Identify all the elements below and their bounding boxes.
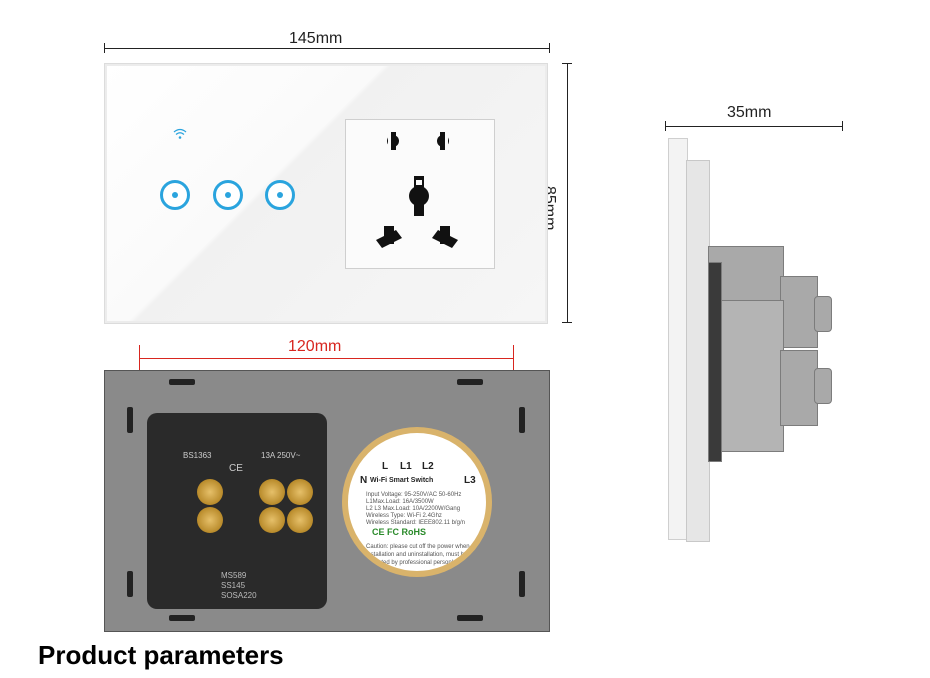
mounting-slot [457, 379, 483, 385]
module-terminal-n: N [360, 475, 368, 486]
universal-socket [345, 119, 495, 269]
height-dimension-line [567, 63, 568, 323]
width-dimension-tick-right [549, 43, 550, 53]
socket-mechanism: BS1363 CE 13A 250V~ MS589 SS145 SOSA220 [147, 413, 327, 609]
screw-terminal [259, 479, 285, 505]
mech-label-ms: MS589 [221, 571, 247, 580]
mounting-dimension-label: 120mm [288, 338, 342, 355]
mech-label-ce: CE [229, 463, 243, 474]
screw-terminal [197, 507, 223, 533]
side-body-prong [780, 350, 818, 426]
mounting-dimension-line [139, 358, 514, 359]
height-dimension-tick-bottom [562, 322, 572, 323]
back-plate: BS1363 CE 13A 250V~ MS589 SS145 SOSA220 … [104, 370, 550, 632]
mounting-slot [457, 615, 483, 621]
mounting-slot [127, 407, 133, 433]
width-dimension-label: 145mm [289, 30, 343, 47]
touch-button-1[interactable] [160, 180, 190, 210]
mounting-slot [519, 571, 525, 597]
module-terminal-l: L [382, 461, 389, 472]
page-title: Product parameters [38, 640, 284, 670]
module-spec-1: Input Voltage: 95-250V/AC 50-60Hz [366, 492, 462, 498]
width-dimension-line [104, 48, 550, 49]
height-dimension-tick-top [562, 63, 572, 64]
screw-terminal [287, 507, 313, 533]
screw-terminal [259, 507, 285, 533]
screw-terminal [197, 479, 223, 505]
depth-dimension-label: 35mm [727, 104, 772, 121]
module-spec-3: L2 L3 Max.Load: 10A/2200W/Gang [366, 506, 461, 512]
module-spec-2: L1Max.Load: 16A/3500W [366, 499, 434, 505]
depth-dimension-line [665, 126, 843, 127]
module-spec-4: Wireless Type: Wi-Fi 2.4Ghz [366, 513, 442, 519]
side-frame-profile [686, 160, 710, 542]
module-spec-5: Wireless Standard: IEEE802.11 b/g/n [366, 520, 465, 526]
wifi-icon [173, 128, 187, 139]
module-certs: CE FC RoHS [372, 527, 426, 537]
mounting-slot [127, 571, 133, 597]
mech-label-bs: BS1363 [183, 451, 212, 460]
glass-panel-front [104, 63, 548, 324]
depth-dimension-tick-right [842, 121, 843, 131]
mech-label-rating: 13A 250V~ [261, 451, 301, 460]
mounting-slot [519, 407, 525, 433]
module-name: Wi-Fi Smart Switch [370, 477, 434, 484]
module-caution: Caution: please cut off the power when i… [366, 544, 470, 566]
module-terminal-l1: L1 [400, 461, 412, 472]
side-body-prong [780, 276, 818, 348]
mech-label-sirim: SOSA220 [221, 591, 257, 600]
mounting-slot [169, 615, 195, 621]
touch-button-2[interactable] [213, 180, 243, 210]
side-glass-profile [668, 138, 688, 540]
module-terminal-l2: L2 [422, 461, 434, 472]
touch-button-3[interactable] [265, 180, 295, 210]
mech-label-ss: SS145 [221, 581, 246, 590]
depth-dimension-tick-left [665, 121, 666, 131]
mounting-slot [169, 379, 195, 385]
screw-terminal [287, 479, 313, 505]
side-pin [814, 296, 832, 332]
side-body-dark-back [708, 262, 722, 462]
wifi-module: N L L1 L2 L3 Wi-Fi Smart Switch Input Vo… [342, 427, 492, 577]
socket-holes-icon [376, 132, 458, 248]
width-dimension-tick-left [104, 43, 105, 53]
module-terminal-l3: L3 [464, 475, 476, 486]
side-pin [814, 368, 832, 404]
